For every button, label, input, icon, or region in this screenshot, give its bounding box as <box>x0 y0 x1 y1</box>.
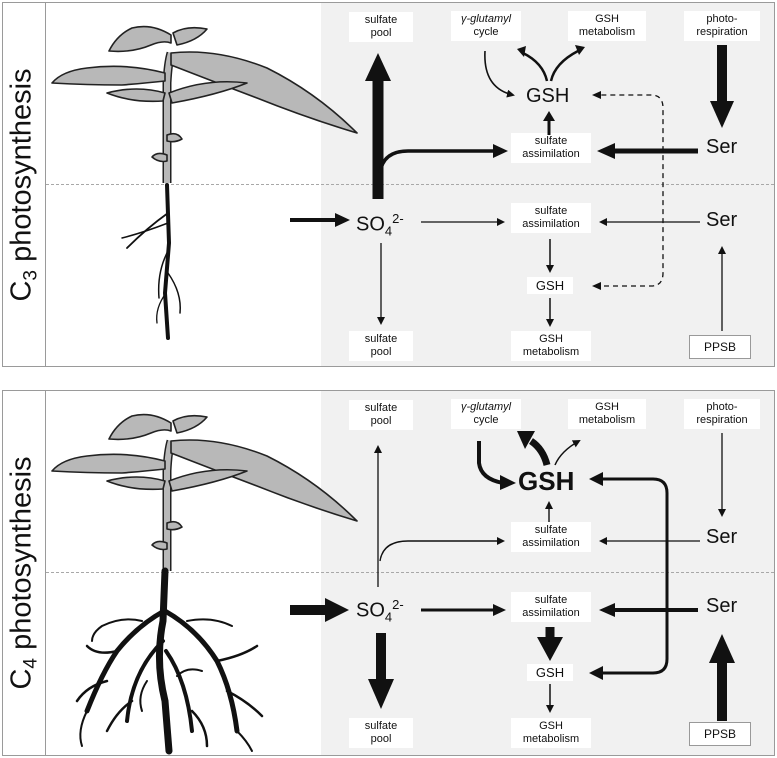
c4-label-column: C4 photosynthesis <box>3 391 46 755</box>
c4-uptake-arrow <box>325 598 349 622</box>
c3-assim-to-gsh-arrow <box>543 111 555 121</box>
c4-panel: C4 photosynthesis <box>2 390 775 756</box>
c3-label-column: C3 photosynthesis <box>3 3 46 366</box>
shoot-root-divider <box>46 184 774 185</box>
photorespiration: photo-respiration <box>684 399 760 429</box>
c3-uptake-arrow <box>335 213 350 227</box>
ser-root: Ser <box>706 209 738 231</box>
pathway-area-background <box>321 391 774 755</box>
ser-root: Ser <box>706 595 738 617</box>
sulfate-ion: SO42- <box>356 211 404 239</box>
c3-photorespiration-arrow <box>710 101 734 128</box>
sulfate-ion: SO42- <box>356 597 404 625</box>
gsh-root: GSH <box>527 664 573 681</box>
c3-ser-shoot-arrow <box>597 143 615 159</box>
ppsb: PPSB <box>689 722 751 746</box>
shoot-root-divider <box>46 572 774 573</box>
gsh-shoot: GSH <box>526 85 570 107</box>
gsh-shoot: GSH <box>518 466 575 496</box>
ser-shoot: Ser <box>706 526 738 548</box>
c4-flux-arrows <box>290 431 735 721</box>
c3-to-shoot-assimilation-arrow <box>493 144 508 158</box>
photorespiration: photo-respiration <box>684 11 760 41</box>
ser-shoot: Ser <box>706 136 738 158</box>
c3-flux-arrows <box>290 45 734 331</box>
ppsb: PPSB <box>689 335 751 359</box>
c4-plant-illustration <box>51 413 358 755</box>
gsh-root: GSH <box>527 277 573 294</box>
c3-plant-illustration <box>51 25 358 340</box>
